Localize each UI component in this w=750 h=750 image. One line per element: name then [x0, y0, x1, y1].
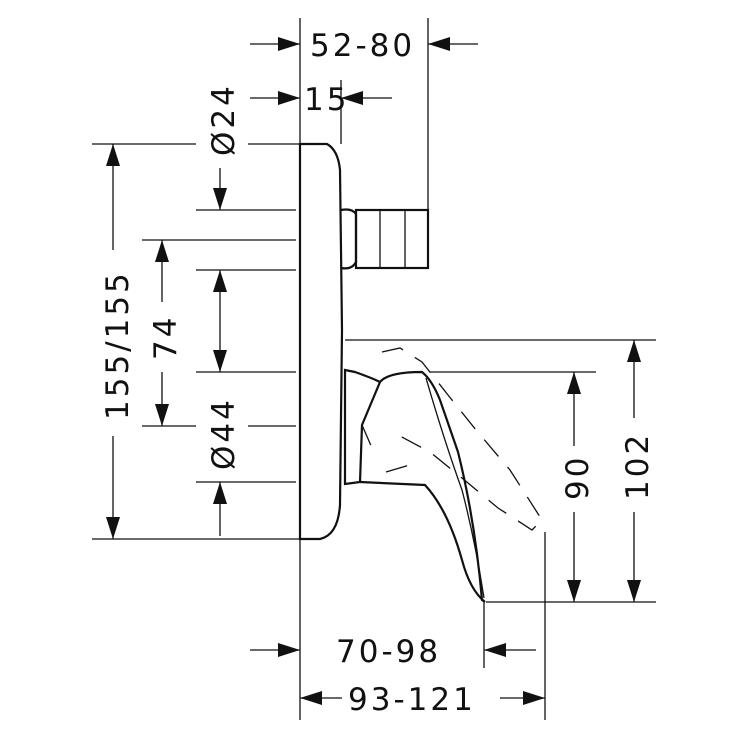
- dim-spout-height: 102: [620, 432, 656, 500]
- dim-spout-drop: 90: [560, 455, 596, 500]
- extension-lines: [92, 18, 656, 720]
- mixer-body: [298, 142, 486, 603]
- outlet-connector: [340, 208, 358, 270]
- dim-projection-min: 70-98: [336, 634, 441, 670]
- dim-outlet-diameter: Ø24: [206, 83, 242, 156]
- dim-top-width: 52-80: [310, 28, 415, 64]
- dim-top-small: 15: [304, 82, 349, 118]
- wall-plate: [298, 142, 344, 541]
- lever-arm: [359, 370, 486, 603]
- dim-projection-total: 93-121: [348, 682, 476, 718]
- dim-center-height: 74: [148, 315, 184, 360]
- dim-base-diameter: Ø44: [206, 397, 242, 470]
- dim-total-height: 155/155: [100, 270, 136, 420]
- lever-handle: [343, 368, 382, 486]
- outlet-body: [354, 208, 430, 270]
- dimension-arrows: [106, 37, 641, 705]
- alternate-lever-position: [361, 347, 543, 531]
